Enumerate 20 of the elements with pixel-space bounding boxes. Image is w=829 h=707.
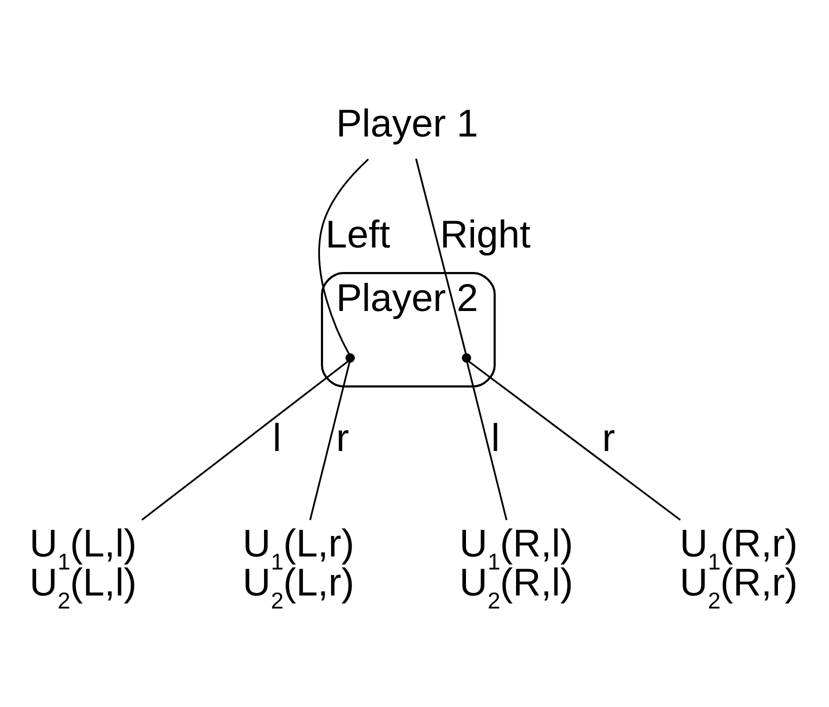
node-point <box>462 353 472 363</box>
cluster: Player 2 <box>320 272 496 388</box>
connector <box>309 362 350 520</box>
connector <box>466 362 508 520</box>
edge-label: r <box>602 416 616 460</box>
connector <box>318 158 369 355</box>
connector <box>468 360 681 521</box>
connector <box>415 158 467 354</box>
node-text: U$_{1}$(R,r) U$_{2}$(R,r) <box>680 522 798 614</box>
edge-label: r <box>336 416 349 460</box>
node-point <box>346 353 355 363</box>
node-text: U$_{1}$(L,r) U$_{2}$(L,r) <box>242 522 354 614</box>
node-text: Player 1 <box>336 102 478 146</box>
node-text: U$_{1}$(L,l) U$_{2}$(L,l) <box>29 522 137 614</box>
edge-label: Right <box>440 214 531 257</box>
node-text: U$_{1}$(R,l) U$_{2}$(R,l) <box>459 522 574 614</box>
connector <box>141 360 348 521</box>
edge-label: l <box>272 416 282 460</box>
edge-label: Left <box>326 214 390 257</box>
edge-label: l <box>491 416 500 460</box>
